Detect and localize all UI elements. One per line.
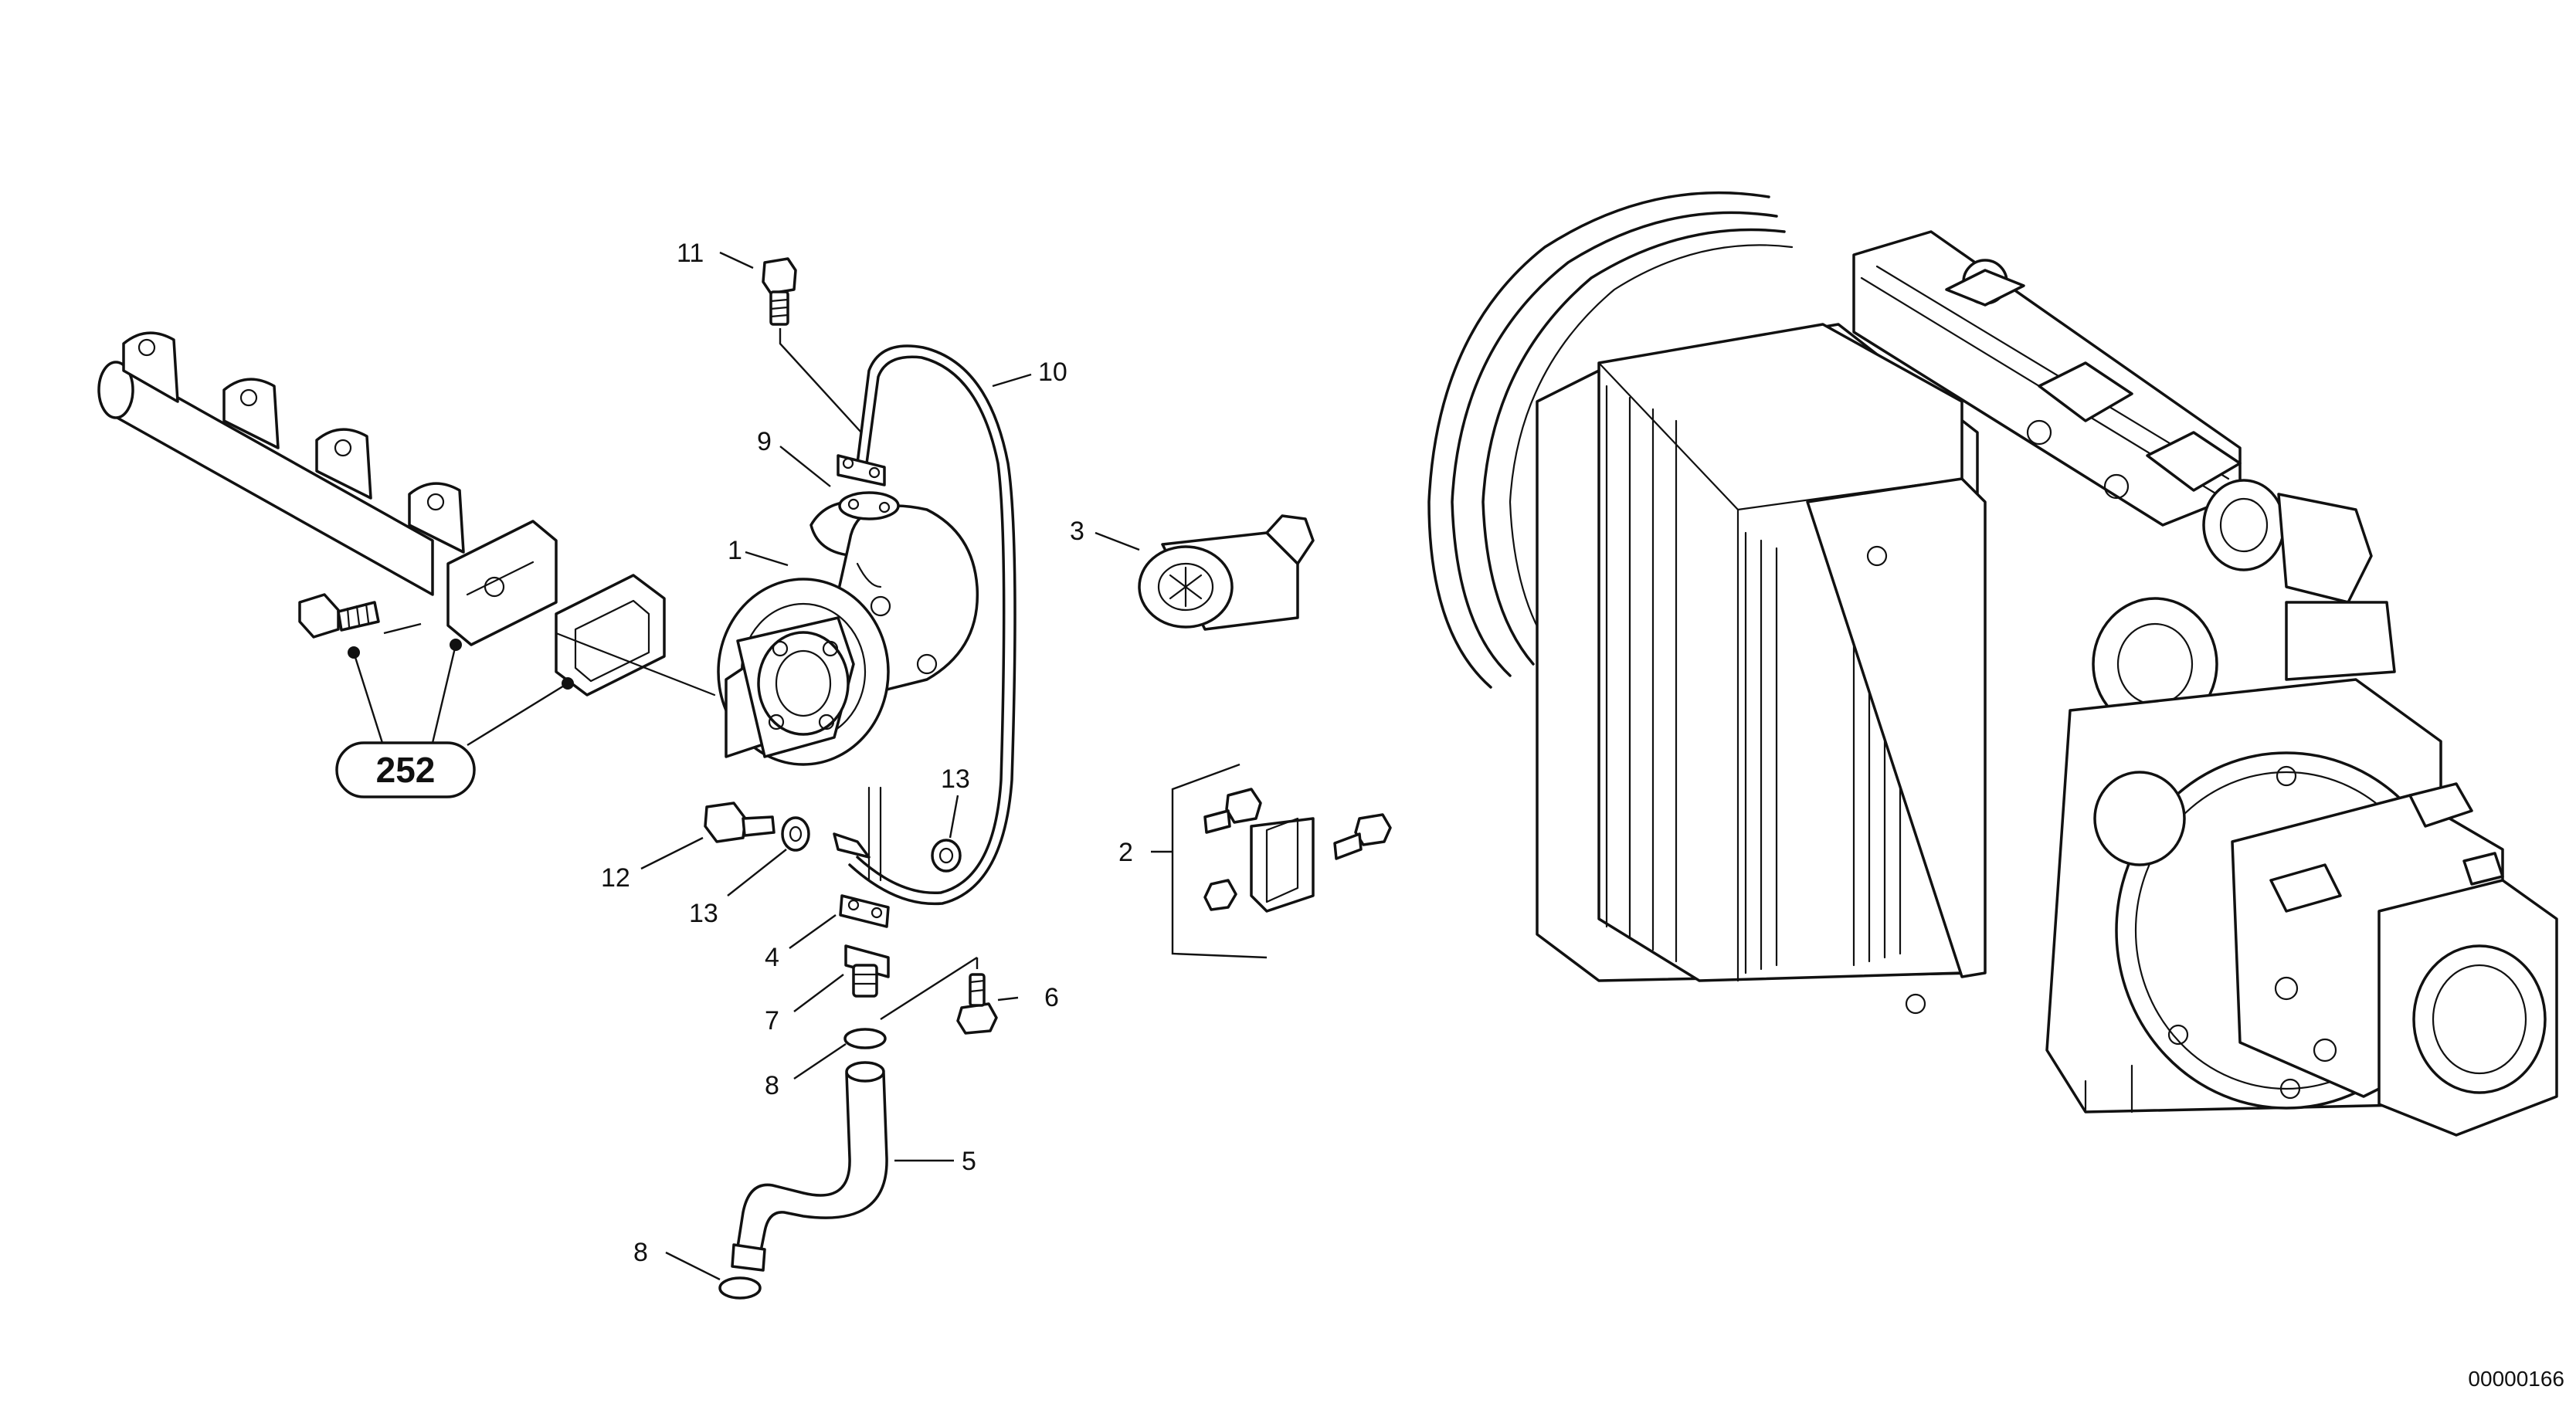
callout-12[interactable]: 12 (601, 863, 630, 893)
reference-252-label: 252 (376, 750, 436, 790)
kit-2-parts (1203, 788, 1392, 913)
turbocharger (717, 500, 979, 766)
callout-5[interactable]: 5 (962, 1147, 976, 1176)
oil-return-pipe (731, 1061, 888, 1272)
oil-feed-pipe (837, 344, 1016, 906)
engine-assembly (1427, 191, 2558, 1137)
adapter-7 (844, 944, 890, 998)
kit-2-bracket (1171, 763, 1268, 959)
washer-13-left (781, 816, 810, 852)
return-flange-4 (839, 894, 890, 928)
callouts: 11 10 9 1 3 13 12 13 2 4 6 7 8 5 8 (601, 239, 1173, 1281)
callout-11[interactable]: 11 (677, 239, 704, 268)
callout-7[interactable]: 7 (765, 1006, 779, 1035)
washer-13-left-hole (789, 825, 803, 842)
gasket-9 (838, 491, 900, 520)
manifold-gasket (555, 574, 716, 697)
callout-9[interactable]: 9 (757, 427, 772, 456)
callout-4[interactable]: 4 (765, 943, 779, 972)
callout-13-lower[interactable]: 13 (689, 899, 718, 928)
washer-13-right-hole (938, 847, 954, 864)
bracket-fittings (833, 786, 882, 882)
o-ring-8-upper (843, 1028, 887, 1049)
turbo-cartridge-3 (1138, 514, 1315, 631)
manifold-bolt (298, 593, 380, 639)
callout-3[interactable]: 3 (1070, 517, 1084, 546)
callout-8-upper[interactable]: 8 (765, 1071, 779, 1100)
callout-6[interactable]: 6 (1044, 983, 1059, 1012)
bolt-11 (762, 257, 797, 326)
bolt-6 (956, 973, 998, 1035)
bolt-6-guide (880, 956, 979, 1021)
callout-8-lower[interactable]: 8 (633, 1238, 648, 1267)
reference-group-252[interactable]: 252 (335, 622, 574, 798)
banjo-bolt-12 (704, 802, 776, 843)
callout-1[interactable]: 1 (728, 536, 742, 565)
exhaust-manifold (97, 331, 558, 646)
o-ring-8-lower (718, 1276, 762, 1300)
washer-13-right (931, 839, 962, 873)
callout-13-upper[interactable]: 13 (941, 764, 970, 794)
callout-2[interactable]: 2 (1118, 838, 1133, 867)
callout-10[interactable]: 10 (1038, 358, 1067, 387)
drawing-number: 00000166 (2468, 1367, 2564, 1391)
bolt-11-guide (779, 328, 862, 433)
